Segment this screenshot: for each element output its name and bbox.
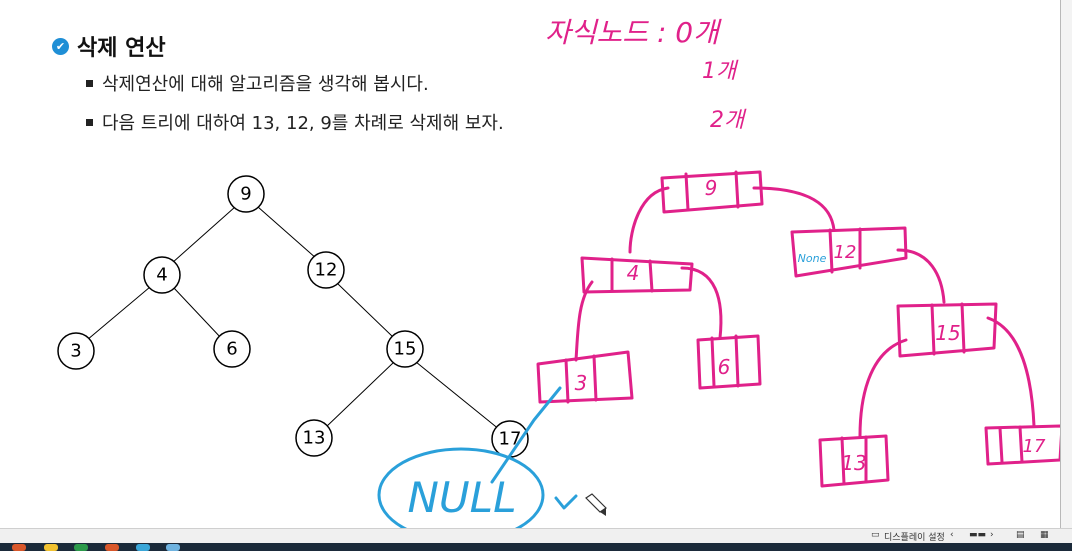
square-bullet-icon: [86, 79, 93, 87]
app-icon[interactable]: [166, 544, 180, 551]
bullet-2: 다음 트리에 대하여 13, 12, 9를 차례로 삭제해 보자.: [86, 109, 504, 135]
one-child-note: 1개: [702, 59, 739, 84]
node-label: 17: [499, 429, 522, 450]
link-arrow: [680, 266, 723, 340]
null-label: NULL: [408, 473, 517, 522]
check-icon: ✔: [52, 37, 69, 55]
display-settings-button[interactable]: 디스플레이 설정: [884, 533, 945, 543]
link-arrow: [896, 248, 946, 304]
none-note: None: [798, 252, 827, 265]
link-arrow: [628, 186, 670, 254]
slide-title: 삭제 연산: [77, 36, 166, 61]
tree-diagram: 9 4 12 3 6 15 13 17 자식노드: [57, 16, 1060, 528]
edge: [337, 283, 395, 339]
node-label: 12: [315, 260, 338, 281]
app-icon[interactable]: [74, 544, 88, 551]
zoom-slider[interactable]: ▬▬: [969, 530, 987, 540]
app-icon[interactable]: [105, 544, 119, 551]
display-icon[interactable]: ▭: [871, 530, 880, 540]
linked-node-box: [536, 350, 634, 404]
edge: [257, 206, 318, 260]
tree-node-9: 9: [227, 175, 265, 213]
tree-node-13: 13: [295, 419, 333, 457]
link-arrow: [574, 280, 594, 362]
tree-node-4: 4: [143, 256, 181, 294]
linked-node-box: [818, 434, 890, 488]
app-icon[interactable]: [12, 544, 26, 551]
normal-view-icon[interactable]: ▤: [1016, 530, 1025, 540]
edge: [172, 286, 223, 340]
slide-sorter-icon[interactable]: ▦: [1040, 530, 1049, 540]
right-scroll-edge[interactable]: [1060, 0, 1072, 528]
node-label: 9: [240, 184, 251, 205]
edge: [86, 286, 151, 341]
node-label: 13: [303, 428, 326, 449]
edge: [324, 361, 395, 429]
linked-node-box: [580, 256, 694, 294]
linked-node-label: 13: [841, 451, 866, 475]
zoom-next-button[interactable]: ›: [990, 530, 994, 540]
link-arrow: [986, 316, 1036, 428]
slide-canvas: ✔ 삭제 연산 삭제연산에 대해 알고리즘을 생각해 봅시다. 다음 트리에 대…: [52, 16, 1060, 528]
tree-node-12: 12: [307, 251, 345, 289]
linked-node-label: 6: [718, 355, 731, 379]
linked-node-box: [696, 334, 762, 390]
null-annotation: NULL: [377, 386, 578, 528]
linked-node-label: 17: [1023, 436, 1046, 457]
edge: [171, 206, 236, 264]
linked-node-label: 12: [834, 242, 857, 263]
node-label: 6: [226, 339, 237, 360]
tree-node-15: 15: [386, 330, 424, 368]
two-child-note: 2개: [710, 108, 747, 133]
pen-cursor-icon: [585, 493, 607, 516]
null-pointer-stroke: [490, 386, 562, 484]
node-label: 4: [156, 265, 167, 286]
linked-node-label: 4: [627, 261, 640, 285]
square-bullet-icon: [86, 118, 93, 126]
linked-tree-drawing: 9 4 12 None 3 6 15 13: [536, 170, 1060, 488]
linked-node-label: 9: [705, 176, 718, 200]
app-icon[interactable]: [136, 544, 150, 551]
linked-node-label: 3: [575, 371, 588, 395]
status-bar: ▭ 디스플레이 설정 ‹ ▬▬ › ▤ ▦: [0, 528, 1072, 544]
child-node-note: 자식노드 : 0개: [545, 16, 722, 49]
bullet-2-text: 다음 트리에 대하여 13, 12, 9를 차례로 삭제해 보자.: [102, 113, 504, 134]
taskbar: [0, 543, 1072, 551]
linked-node-box: [790, 226, 908, 278]
node-label: 15: [394, 339, 417, 360]
link-arrow: [858, 338, 908, 438]
heading-row: ✔ 삭제 연산: [52, 30, 166, 62]
link-arrow: [752, 186, 836, 232]
bullet-1-text: 삭제연산에 대해 알고리즘을 생각해 봅시다.: [102, 74, 429, 95]
zoom-prev-button[interactable]: ‹: [950, 530, 954, 540]
linked-node-box: [984, 424, 1060, 466]
linked-node-box: [660, 170, 764, 214]
tree-node-17: 17: [491, 420, 529, 458]
tree-node-3: 3: [57, 332, 95, 370]
app-icon[interactable]: [44, 544, 58, 551]
node-label: 3: [70, 341, 81, 362]
tree-node-6: 6: [213, 330, 251, 368]
bullet-1: 삭제연산에 대해 알고리즘을 생각해 봅시다.: [86, 70, 429, 96]
linked-node-label: 15: [935, 321, 960, 345]
check-mark: [554, 494, 578, 510]
edge: [415, 361, 501, 431]
